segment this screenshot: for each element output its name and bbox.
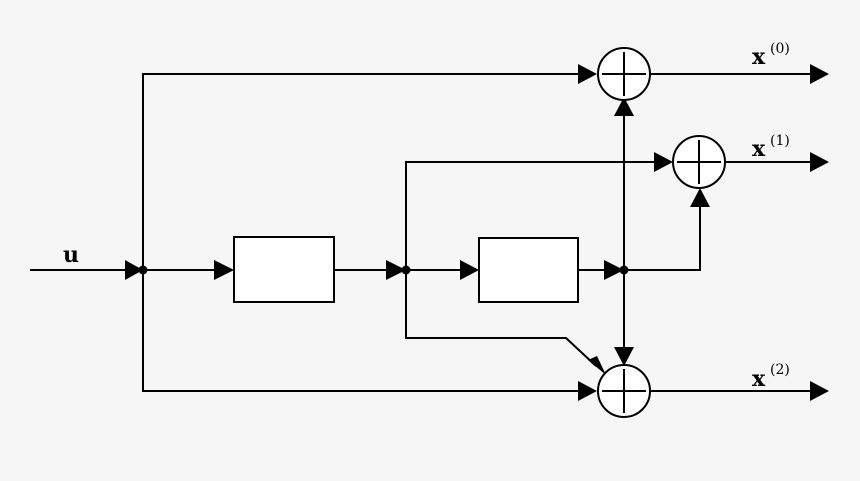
output1-label: x xyxy=(752,136,766,162)
junction2-up-line xyxy=(405,161,656,270)
output0-label: x xyxy=(752,44,766,70)
output2-arrowhead xyxy=(810,381,829,401)
junction2-arrowhead xyxy=(386,260,406,280)
bypass-bottom-line xyxy=(142,270,580,392)
input-arrowhead xyxy=(125,260,143,280)
output0-superscript: (0) xyxy=(770,41,790,57)
block2-in-arrowhead xyxy=(460,260,479,280)
block-2 xyxy=(478,237,579,303)
output2-label: x xyxy=(752,366,766,392)
output2-superscript: (2) xyxy=(770,362,790,378)
sum1-left-arrowhead xyxy=(654,152,673,172)
sum2-diag-arrowhead xyxy=(588,356,606,375)
output0-arrowhead xyxy=(810,64,829,84)
bypass-top-line xyxy=(142,73,580,270)
sum2-left-arrowhead xyxy=(578,381,597,401)
sum-junction-2 xyxy=(597,364,651,418)
sum1-bottom-arrowhead xyxy=(690,188,710,207)
block-1 xyxy=(233,236,335,303)
block1-in-arrowhead xyxy=(214,260,234,280)
sum0-bottom-arrowhead xyxy=(614,97,634,116)
junction2-down-line xyxy=(405,270,597,367)
output1-arrowhead xyxy=(810,152,829,172)
sum-junction-1 xyxy=(672,135,726,189)
junction3-right-line xyxy=(624,205,701,271)
sum-junction-0 xyxy=(597,47,651,101)
sum0-left-arrowhead xyxy=(578,64,597,84)
sum2-top-arrowhead xyxy=(614,347,634,366)
junction3-arrowhead xyxy=(604,260,624,280)
output1-superscript: (1) xyxy=(770,133,790,149)
input-label: u xyxy=(63,242,79,268)
